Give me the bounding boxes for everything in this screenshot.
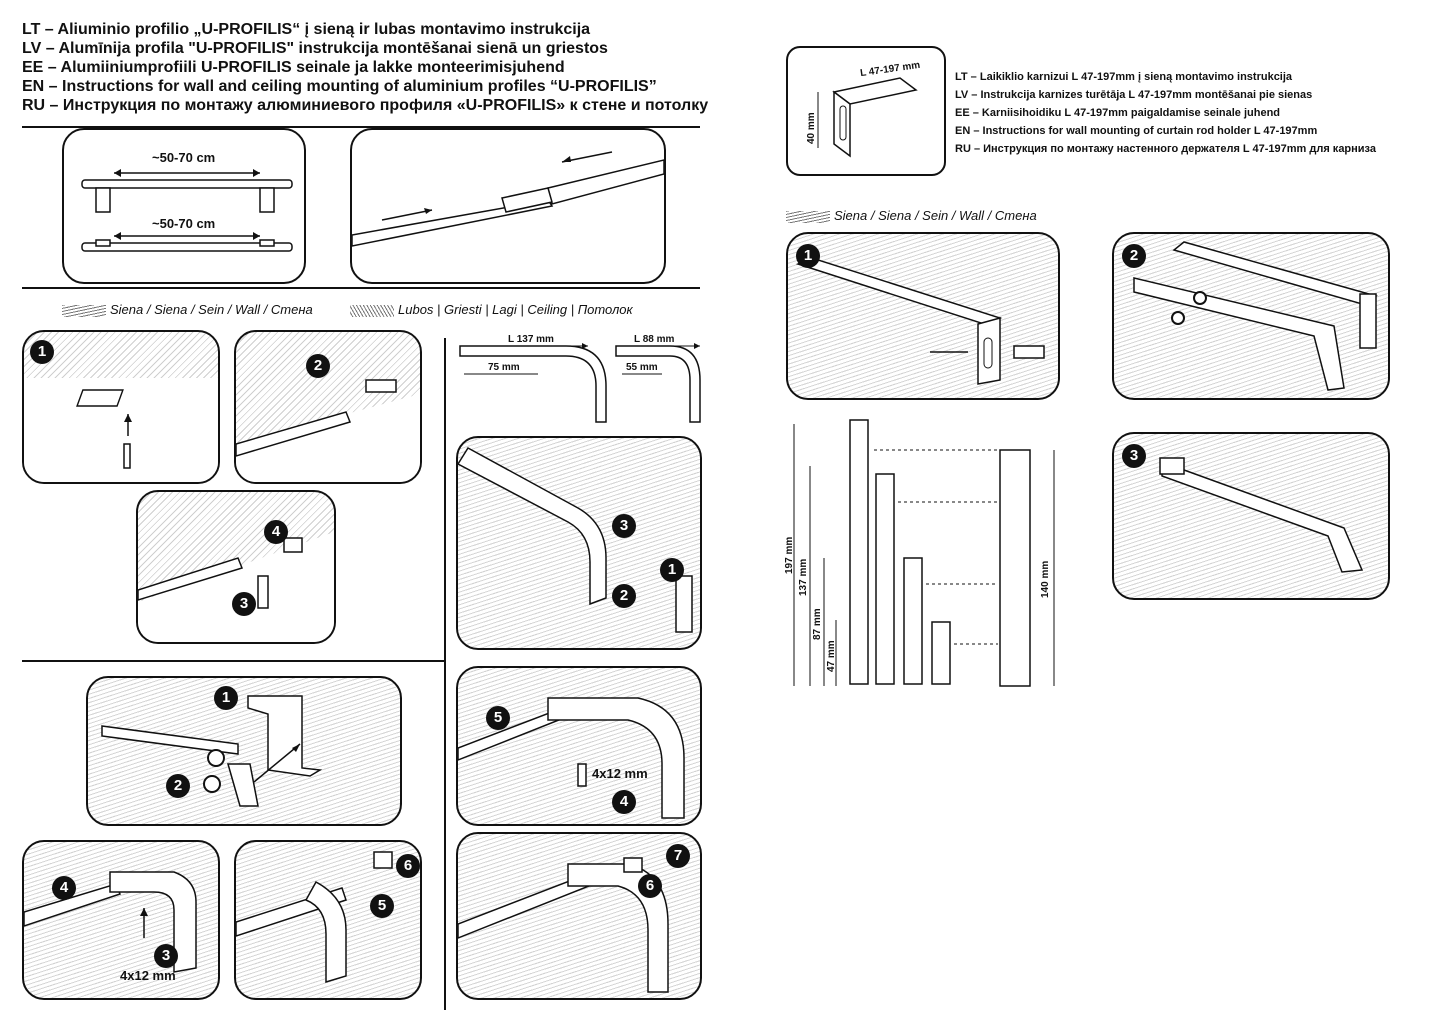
clip-and-screw-drawing — [76, 389, 132, 469]
bracket-dimensions-drawing — [459, 343, 701, 423]
ceiling-step34-panel: 4 3 — [136, 490, 336, 644]
title-ee: EE – Alumiiniumprofiili U-PROFILIS seina… — [22, 59, 565, 76]
divider-vertical — [444, 338, 446, 1010]
step-badge: 3 — [1122, 444, 1146, 468]
holder-wall-label-text: Siena / Siena / Sein / Wall / Стена — [834, 208, 1037, 223]
screw-size-label-b: 4x12 mm — [120, 968, 176, 983]
holder-drawing — [817, 77, 918, 158]
total-length-140: 140 mm — [1040, 560, 1051, 598]
joining-panel — [350, 128, 666, 284]
holder-step2-panel: 2 — [1112, 232, 1390, 400]
step-badge: 2 — [306, 354, 330, 378]
title-en: EN – Instructions for wall and ceiling m… — [22, 78, 657, 95]
wall-mount-panel-a: 4 3 4x12 mm — [22, 840, 220, 1000]
step-badge: 2 — [166, 774, 190, 798]
step-badge: 5 — [486, 706, 510, 730]
cut-length-197: 197 mm — [784, 536, 795, 574]
holder-step3-drawing — [1159, 457, 1364, 573]
ceiling-bracket-drawing-a — [458, 697, 685, 819]
wall-label: Siena / Siena / Sein / Wall / Стена — [62, 302, 313, 317]
ceiling-bracket-panel-a: 5 4x12 mm 4 — [456, 666, 702, 826]
step-badge: 2 — [612, 584, 636, 608]
step-badge: 1 — [30, 340, 54, 364]
spacing-label-top: ~50-70 cm — [152, 150, 216, 165]
bracket-long-length: L 137 mm — [508, 334, 554, 345]
wall-hatch-swatch — [786, 210, 830, 223]
step-badge: 1 — [214, 686, 238, 710]
cut-length-47: 47 mm — [826, 640, 837, 672]
ceiling-bracket-drawing-b — [458, 857, 669, 993]
step-badge: 3 — [232, 592, 256, 616]
bracket-short-inner: 55 mm — [626, 362, 658, 373]
screw-size-label: 4x12 mm — [592, 766, 648, 781]
ceiling-step2-panel: 2 — [234, 330, 422, 484]
bracket-long-inner: 75 mm — [488, 362, 520, 373]
spacing-panel: ~50-70 cm ~50-70 cm — [62, 128, 306, 284]
cut-length-87: 87 mm — [812, 608, 823, 640]
document-title-block: LT – Aliuminio profilio „U-PROFILIS“ į s… — [22, 20, 708, 115]
profile-clip-drawing — [236, 379, 420, 482]
step-badge: 5 — [370, 894, 394, 918]
step-badge: 3 — [612, 514, 636, 538]
ceiling-step1-panel: 1 — [22, 330, 220, 484]
step-badge: 1 — [796, 244, 820, 268]
cut-length-diagram — [793, 419, 1055, 687]
holder-title-ee: EE – Karniisihoidiku L 47-197mm paigalda… — [955, 107, 1281, 119]
step-badge: 7 — [666, 844, 690, 868]
wall-cut-drawing — [101, 695, 323, 807]
step-badge: 1 — [660, 558, 684, 582]
wall-hatch-swatch — [62, 304, 106, 317]
step-badge: 2 — [1122, 244, 1146, 268]
holder-title-block: LT – Laikiklio karnizui L 47-197mm į sie… — [955, 68, 1376, 158]
holder-diagram-panel: L 47-197 mm 40 mm — [786, 46, 946, 176]
wall-label-text: Siena / Siena / Sein / Wall / Стена — [110, 302, 313, 317]
wall-mount-panel-b: 6 5 — [234, 840, 422, 1000]
holder-step1-drawing — [795, 257, 1045, 385]
holder-wall-label: Siena / Siena / Sein / Wall / Стена — [786, 208, 1037, 223]
title-ru: RU – Инструкция по монтажу алюминиевого … — [22, 97, 709, 114]
holder-title-ru: RU – Инструкция по монтажу настенного де… — [955, 143, 1376, 155]
wall-cut-panel: 1 2 — [86, 676, 402, 826]
holder-title-en: EN – Instructions for wall mounting of c… — [955, 125, 1318, 137]
title-lv: LV – Alumīnija profila "U-PROFILIS" inst… — [22, 40, 608, 57]
step-badge: 3 — [154, 944, 178, 968]
step-badge: 4 — [52, 876, 76, 900]
divider-middle — [22, 660, 444, 662]
holder-title-lv: LV – Instrukcija karnizes turētāja L 47-… — [955, 89, 1313, 101]
step-badge: 4 — [264, 520, 288, 544]
wall-bracket-drawing — [458, 447, 693, 633]
ceiling-bracket-panel-b: 7 6 — [456, 832, 702, 1000]
title-lt: LT – Aliuminio profilio „U-PROFILIS“ į s… — [22, 21, 591, 38]
profile-install-drawing — [138, 532, 334, 642]
profile-spacing-drawing — [81, 169, 293, 252]
wall-mount-drawing-b — [236, 851, 393, 984]
holder-step1-panel: 1 — [786, 232, 1060, 400]
wall-bracket-panel: 3 1 2 — [456, 436, 702, 650]
holder-step3-panel: 3 — [1112, 432, 1390, 600]
divider-header — [22, 126, 700, 128]
divider-top-panels — [22, 287, 700, 289]
bracket-short-length: L 88 mm — [634, 334, 675, 345]
ceiling-hatch-swatch — [350, 304, 394, 317]
holder-step2-drawing — [1133, 241, 1378, 391]
ceiling-label-text: Lubos | Griesti | Lagi | Ceiling | Потол… — [398, 302, 633, 317]
holder-height-label: 40 mm — [806, 112, 817, 144]
step-badge: 4 — [612, 790, 636, 814]
spacing-label-bottom: ~50-70 cm — [152, 216, 216, 231]
profile-joint-drawing — [352, 151, 664, 247]
holder-title-lt: LT – Laikiklio karnizui L 47-197mm į sie… — [955, 71, 1293, 83]
step-badge: 6 — [396, 854, 420, 878]
step-badge: 6 — [638, 874, 662, 898]
ceiling-label: Lubos | Griesti | Lagi | Ceiling | Потол… — [350, 302, 633, 317]
cut-length-137: 137 mm — [798, 558, 809, 596]
